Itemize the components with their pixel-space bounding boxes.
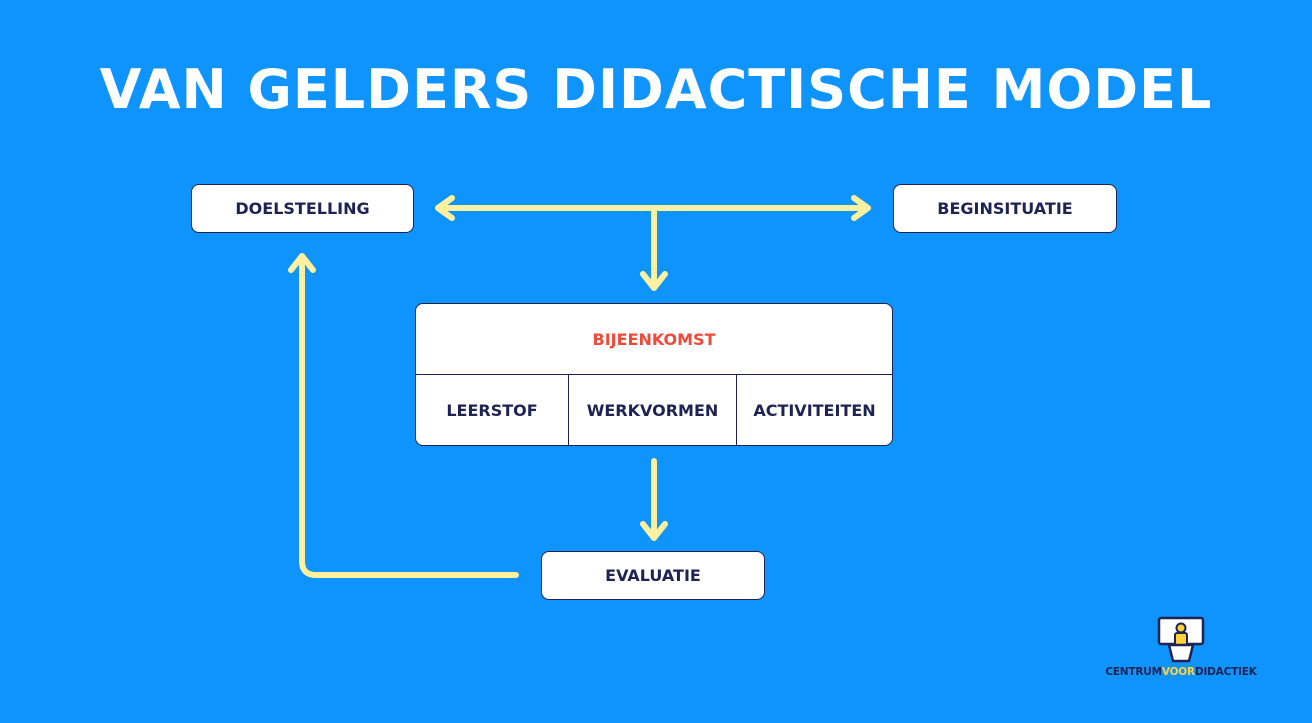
brand-logo-text-part1: CENTRUM (1105, 666, 1162, 678)
arrowhead-up-doelstelling (288, 253, 316, 273)
brand-logo-text-part3: DIDACTIEK (1194, 666, 1257, 678)
node-beginsituatie: BEGINSITUATIE (893, 184, 1117, 233)
cell-werkvormen: WERKVORMEN (569, 375, 737, 445)
cell-leerstof-label: LEERSTOF (446, 400, 538, 420)
arrowhead-down-bijeenkomst (640, 271, 668, 291)
node-doelstelling-label: DOELSTELLING (235, 199, 370, 218)
arrowhead-down-evaluatie (640, 521, 668, 541)
connector-evaluatie-doelstelling (299, 257, 519, 578)
node-doelstelling: DOELSTELLING (191, 184, 414, 233)
node-evaluatie: EVALUATIE (541, 551, 765, 600)
page-title: VAN GELDERS DIDACTISCHE MODEL (99, 58, 1213, 121)
cell-activiteiten: ACTIVITEITEN (737, 375, 892, 445)
cell-activiteiten-label: ACTIVITEITEN (753, 400, 876, 420)
node-beginsituatie-label: BEGINSITUATIE (937, 199, 1073, 218)
node-evaluatie-label: EVALUATIE (605, 566, 701, 585)
brand-logo-text: CENTRUMVOORDIDACTIEK (1100, 666, 1262, 678)
node-bijeenkomst-components: LEERSTOF WERKVORMEN ACTIVITEITEN (416, 375, 892, 445)
node-bijeenkomst-label: BIJEENKOMST (592, 329, 716, 349)
node-bijeenkomst: BIJEENKOMST LEERSTOF WERKVORMEN ACTIVITE… (415, 303, 893, 446)
teacher-board-icon (1157, 616, 1205, 663)
brand-logo: CENTRUMVOORDIDACTIEK (1100, 615, 1262, 683)
cell-werkvormen-label: WERKVORMEN (586, 400, 719, 420)
cell-leerstof: LEERSTOF (416, 375, 569, 445)
arrowhead-right (851, 195, 871, 221)
arrowhead-left (435, 195, 455, 221)
node-bijeenkomst-header: BIJEENKOMST (416, 304, 892, 375)
brand-logo-text-part2: VOOR (1161, 666, 1195, 678)
